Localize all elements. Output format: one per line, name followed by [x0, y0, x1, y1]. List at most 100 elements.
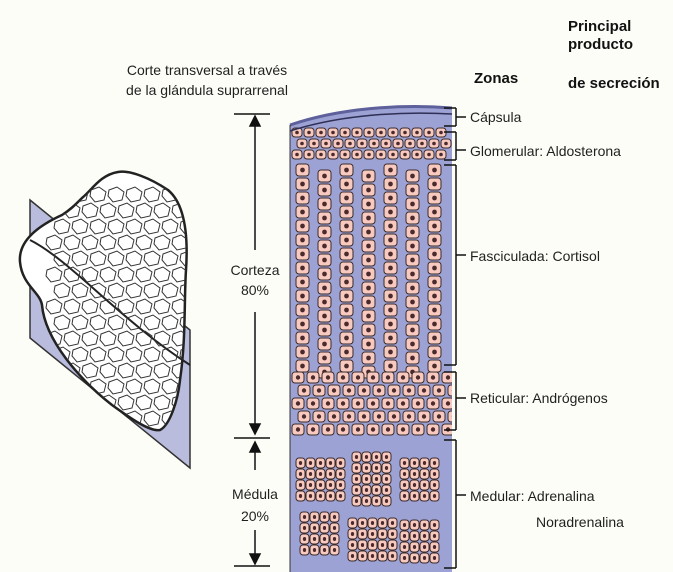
cell-nucleus: [341, 401, 345, 405]
gland-lobule: [64, 395, 80, 410]
cell-nucleus: [336, 142, 340, 146]
cell-nucleus: [355, 466, 358, 470]
cell-nucleus: [367, 153, 371, 157]
cell-nucleus: [295, 131, 299, 135]
cell-nucleus: [423, 483, 426, 487]
cell-nucleus: [432, 182, 437, 187]
cell-nucleus: [432, 364, 437, 369]
cell-nucleus: [344, 210, 349, 215]
zone-label-glomerular: Glomerular: Aldosterona: [470, 143, 621, 159]
cell-nucleus: [326, 401, 330, 405]
cell-nucleus: [410, 174, 415, 179]
gland-lobule: [190, 395, 206, 410]
cell-nucleus: [300, 168, 305, 173]
cell-nucleus: [326, 427, 330, 431]
cell-nucleus: [361, 521, 364, 525]
cell-nucleus: [388, 252, 393, 257]
cell-nucleus: [432, 308, 437, 313]
cell-nucleus: [366, 202, 371, 207]
cell-nucleus: [319, 131, 323, 135]
gland-lobule: [82, 395, 98, 410]
cell-nucleus: [299, 494, 302, 498]
cell-nucleus: [413, 523, 416, 527]
cell-nucleus: [366, 230, 371, 235]
cell-nucleus: [433, 483, 436, 487]
cell-nucleus: [322, 272, 327, 277]
cell-nucleus: [401, 401, 405, 405]
cell-nucleus: [423, 556, 426, 560]
gland-lobule: [190, 363, 206, 378]
cell-nucleus: [392, 414, 396, 418]
gland-lobule: [190, 331, 206, 346]
cell-nucleus: [410, 286, 415, 291]
cell-nucleus: [403, 153, 407, 157]
cell-nucleus: [332, 388, 336, 392]
cell-nucleus: [413, 483, 416, 487]
cell-nucleus: [444, 142, 448, 146]
cell-nucleus: [317, 414, 321, 418]
cell-nucleus: [381, 532, 384, 536]
cell-nucleus: [300, 350, 305, 355]
cell-nucleus: [432, 322, 437, 327]
cell-nucleus: [432, 266, 437, 271]
cell-nucleus: [410, 356, 415, 361]
cell-nucleus: [300, 280, 305, 285]
cell-nucleus: [422, 388, 426, 392]
cell-nucleus: [410, 230, 415, 235]
cell-nucleus: [309, 461, 312, 465]
cell-nucleus: [333, 526, 336, 530]
cell-nucleus: [343, 153, 347, 157]
cell-nucleus: [375, 455, 378, 459]
tissue-section: [288, 100, 460, 572]
cell-nucleus: [344, 252, 349, 257]
cell-nucleus: [432, 168, 437, 173]
cell-nucleus: [366, 356, 371, 361]
cell-nucleus: [388, 350, 393, 355]
cell-nucleus: [323, 526, 326, 530]
cell-nucleus: [366, 314, 371, 319]
cell-nucleus: [410, 300, 415, 305]
cell-nucleus: [339, 461, 342, 465]
cell-nucleus: [344, 336, 349, 341]
cell-nucleus: [344, 168, 349, 173]
cell-nucleus: [365, 466, 368, 470]
cell-nucleus: [295, 153, 299, 157]
cell-nucleus: [307, 153, 311, 157]
cell-nucleus: [403, 483, 406, 487]
cell-nucleus: [361, 554, 364, 558]
cell-nucleus: [322, 342, 327, 347]
cell-nucleus: [432, 252, 437, 257]
cell-nucleus: [413, 556, 416, 560]
cell-nucleus: [366, 342, 371, 347]
cell-nucleus: [319, 461, 322, 465]
gland-lobule: [54, 379, 70, 394]
cell-nucleus: [333, 515, 336, 519]
cell-nucleus: [366, 188, 371, 193]
cell-nucleus: [410, 216, 415, 221]
cell-nucleus: [356, 427, 360, 431]
gland-lobule: [46, 395, 62, 410]
cell-nucleus: [344, 224, 349, 229]
cell-nucleus: [309, 472, 312, 476]
cell-nucleus: [388, 280, 393, 285]
cell-nucleus: [413, 461, 416, 465]
cell-nucleus: [311, 427, 315, 431]
cell-nucleus: [385, 477, 388, 481]
cell-nucleus: [355, 153, 359, 157]
gland-lobule: [198, 283, 214, 298]
cell-nucleus: [391, 532, 394, 536]
cell-nucleus: [366, 216, 371, 221]
cell-nucleus: [348, 142, 352, 146]
cell-nucleus: [300, 238, 305, 243]
cell-nucleus: [365, 455, 368, 459]
cell-nucleus: [309, 483, 312, 487]
cell-nucleus: [302, 388, 306, 392]
cell-nucleus: [371, 375, 375, 379]
cell-nucleus: [386, 427, 390, 431]
cell-nucleus: [413, 494, 416, 498]
cell-nucleus: [396, 142, 400, 146]
cell-nucleus: [433, 523, 436, 527]
cell-nucleus: [391, 131, 395, 135]
cell-nucleus: [300, 364, 305, 369]
cell-nucleus: [329, 472, 332, 476]
